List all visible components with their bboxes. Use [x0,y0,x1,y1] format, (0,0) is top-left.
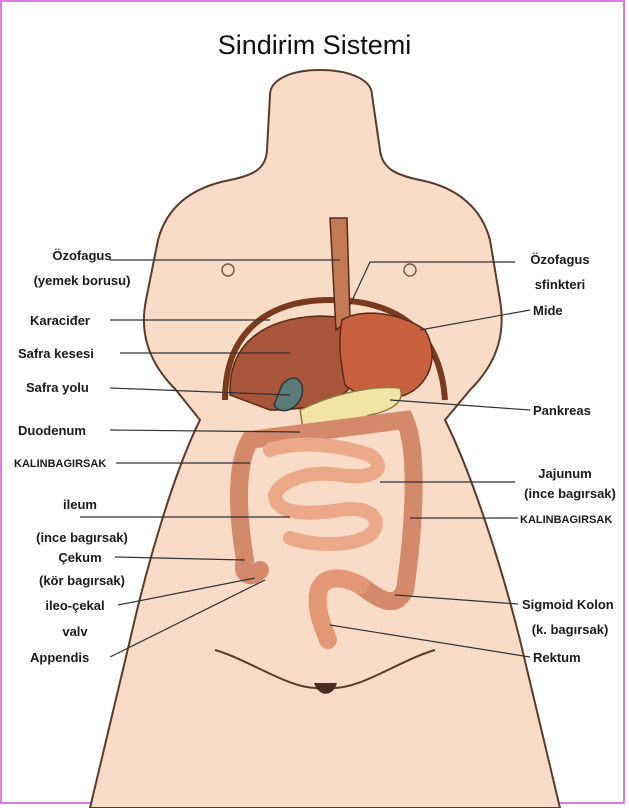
label-safra-yolu: Safra yolu [26,380,89,396]
label-yemek-borusu: (yemek borusu) [12,273,152,289]
label-pankreas: Pankreas [533,403,591,419]
cecum [244,560,260,575]
label-sfinkteri: sfinkteri [505,277,615,293]
stomach [340,313,432,398]
label-ozofagus: Özofagus [12,248,152,264]
label-cekum: Çekum [20,550,140,566]
label-duodenum: Duodenum [18,423,86,439]
label-valv: valv [20,624,130,640]
label-mide: Mide [533,303,563,319]
label-sigmoid: Sigmoid Kolon [522,597,614,613]
label-karacider: Karaciđer [30,313,90,329]
label-kalinbagirsak-left: KALINBAGIRSAK [14,456,106,472]
label-ileo-cekal: ileo-çekal [20,598,130,614]
label-ileum: ileum [20,497,140,513]
label-cekum-note: (kör bagırsak) [12,573,152,589]
label-safra-kesesi: Safra kesesi [18,346,94,362]
label-kalinbagirsak-right: KALINBAGIRSAK [520,512,612,528]
label-jajunum: Jajunum [510,466,620,482]
label-sigmoid-note: (k. bagırsak) [520,622,620,638]
label-ozofagus-right: Özofagus [505,252,615,268]
label-rektum: Rektum [533,650,581,666]
label-jajunum-note: (ince bagırsak) [513,486,627,502]
label-ileum-note: (ince bagırsak) [12,530,152,546]
label-appendis: Appendis [30,650,89,666]
